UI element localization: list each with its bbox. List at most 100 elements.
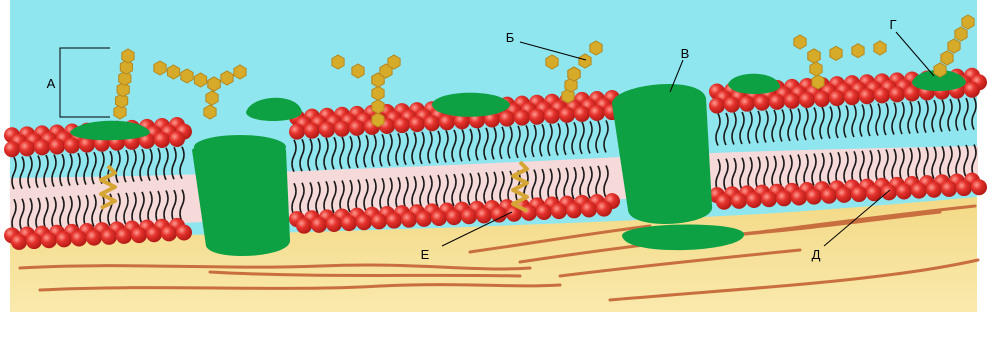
lipid-head xyxy=(739,96,755,112)
lipid-head xyxy=(56,231,72,247)
lipid-head xyxy=(769,94,785,110)
lipid-head xyxy=(11,234,27,250)
lipid-head xyxy=(844,89,860,105)
lipid-head xyxy=(71,230,87,246)
lipid-head xyxy=(971,179,987,195)
lipid-head xyxy=(64,138,80,154)
lipid-head xyxy=(169,131,185,147)
label-e: Е xyxy=(421,247,430,262)
lipid-head xyxy=(566,202,582,218)
lipid-head xyxy=(499,111,515,127)
sugar-hexagon xyxy=(808,49,820,63)
sugar-hexagon xyxy=(122,49,134,63)
lipid-head xyxy=(424,115,440,131)
lipid-head xyxy=(829,90,845,106)
sugar-hexagon xyxy=(962,15,974,29)
lipid-head xyxy=(859,88,875,104)
lipid-head xyxy=(371,213,387,229)
lipid-head xyxy=(889,86,905,102)
lipid-head xyxy=(529,109,545,125)
sugar-hexagon xyxy=(934,63,946,77)
sugar-hexagon xyxy=(154,61,166,75)
sugar-hexagon xyxy=(568,67,580,81)
lipid-head xyxy=(41,232,57,248)
sugar-hexagon xyxy=(948,39,960,53)
lipid-head xyxy=(461,208,477,224)
lipid-head xyxy=(821,188,837,204)
transmembrane-protein-left xyxy=(192,135,290,256)
lipid-head xyxy=(326,216,342,232)
lipid-head xyxy=(776,190,792,206)
lipid-head xyxy=(86,230,102,246)
lipid-head xyxy=(446,209,462,225)
sugar-hexagon xyxy=(955,27,967,41)
lipid-head xyxy=(341,215,357,231)
lipid-head xyxy=(544,108,560,124)
sugar-hexagon xyxy=(852,44,864,58)
lipid-head xyxy=(431,210,447,226)
lipid-head xyxy=(784,93,800,109)
lipid-head xyxy=(116,228,132,244)
sugar-hexagon xyxy=(941,51,953,65)
lipid-head xyxy=(4,141,20,157)
lipid-head xyxy=(296,218,312,234)
lipid-head xyxy=(896,183,912,199)
sugar-hexagon xyxy=(388,55,400,69)
sugar-hexagon xyxy=(874,41,886,55)
lipid-head xyxy=(26,233,42,249)
lipid-head xyxy=(19,140,35,156)
lipid-head xyxy=(754,95,770,111)
sugar-hexagon xyxy=(234,65,246,79)
sugar-hexagon xyxy=(810,62,822,76)
lipid-head xyxy=(799,92,815,108)
sugar-hexagon xyxy=(167,65,179,79)
lipid-head xyxy=(401,212,417,228)
lipid-head xyxy=(956,180,972,196)
lipid-head xyxy=(881,184,897,200)
lipid-head xyxy=(581,201,597,217)
lipid-head xyxy=(161,225,177,241)
lipid-head xyxy=(724,97,740,113)
lipid-head xyxy=(439,114,455,130)
label-d: Д xyxy=(812,247,821,262)
lipid-head xyxy=(514,110,530,126)
lipid-head xyxy=(176,225,192,241)
lipid-head xyxy=(49,138,65,154)
lipid-head xyxy=(731,193,747,209)
sugar-hexagon xyxy=(332,55,344,69)
sugar-hexagon xyxy=(830,46,842,60)
lipid-head xyxy=(311,217,327,233)
lipid-head xyxy=(709,98,725,114)
lipid-head xyxy=(34,139,50,155)
sugar-hexagon xyxy=(546,55,558,69)
lipid-head xyxy=(836,187,852,203)
lipid-head xyxy=(814,91,830,107)
sugar-hexagon xyxy=(590,41,602,55)
lipid-head xyxy=(904,85,920,101)
lipid-head xyxy=(536,204,552,220)
lipid-head xyxy=(574,106,590,122)
lipid-head xyxy=(409,116,425,132)
sugar-hexagon xyxy=(206,91,218,105)
lipid-head xyxy=(596,201,612,217)
lipid-head xyxy=(964,82,980,98)
lipid-head xyxy=(289,124,305,140)
lipid-head xyxy=(874,87,890,103)
sugar-hexagon xyxy=(579,54,591,68)
lipid-head xyxy=(394,117,410,133)
white-margin-right xyxy=(977,0,989,345)
label-g: Г xyxy=(889,17,896,32)
sugar-hexagon xyxy=(372,86,384,100)
sugar-hexagon xyxy=(194,73,206,87)
lipid-head xyxy=(416,211,432,227)
lipid-head xyxy=(911,183,927,199)
lipid-head xyxy=(349,120,365,136)
lipid-head xyxy=(491,207,507,223)
lipid-head xyxy=(131,227,147,243)
label-a: А xyxy=(47,76,56,91)
sugar-hexagon xyxy=(204,105,216,119)
sugar-hexagon xyxy=(372,113,384,127)
lipid-head xyxy=(589,105,605,121)
sugar-hexagon xyxy=(221,71,233,85)
